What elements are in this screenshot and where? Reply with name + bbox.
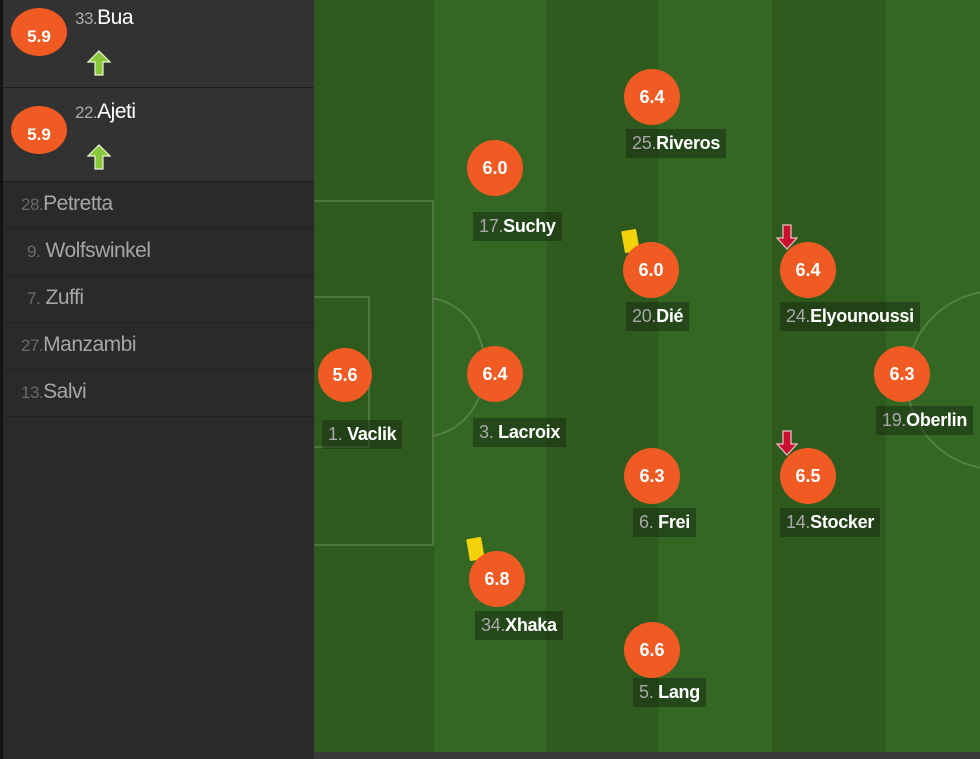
substitute-row-ajeti[interactable]: 5.9 22.Ajeti: [3, 88, 314, 182]
player-label: 19.Oberlin: [876, 406, 974, 435]
player-label: 6. Frei: [633, 508, 696, 537]
rating-badge: 6.5: [780, 448, 836, 504]
rating-badge: 6.6: [624, 622, 680, 678]
rating-badge: 6.0: [623, 242, 679, 298]
rating-badge: 5.9: [11, 106, 67, 154]
rating-badge: 5.9: [11, 8, 67, 56]
player-label: 3. Lacroix: [473, 418, 567, 447]
sub-in-arrow-icon: [87, 50, 111, 76]
rating-badge: 6.4: [780, 242, 836, 298]
player-label: 20.Dié: [626, 302, 690, 331]
pitch: 5.6 1. Vaclik 6.0 17.Suchy 6.4 3. Lacroi…: [314, 0, 980, 752]
player-label: 24.Elyounoussi: [780, 302, 920, 331]
sub-in-arrow-icon: [87, 144, 111, 170]
player-label: 1. Vaclik: [322, 420, 403, 449]
rating-badge: 6.4: [624, 69, 680, 125]
pitch-stripe: [658, 0, 772, 752]
rating-badge: 6.8: [469, 551, 525, 607]
player-label: 25.Riveros: [626, 129, 727, 158]
pitch-stripe: [772, 0, 886, 752]
rating-badge: 6.4: [467, 346, 523, 402]
penalty-box: [314, 200, 434, 546]
bench-row[interactable]: 13.Salvi: [3, 370, 314, 417]
substitute-row-bua[interactable]: 5.9 33.Bua: [3, 0, 314, 88]
sub-out-arrow-icon: [776, 430, 798, 456]
rating-badge: 6.3: [874, 346, 930, 402]
player-name: 22.Ajeti: [75, 100, 136, 123]
bench-row[interactable]: 7. Zuffi: [3, 276, 314, 323]
player-label: 34.Xhaka: [475, 611, 563, 640]
bench-row[interactable]: 28.Petretta: [3, 182, 314, 229]
player-label: 5. Lang: [633, 678, 706, 707]
player-label: 14.Stocker: [780, 508, 881, 537]
substitutes-panel: 5.9 33.Bua 5.9 22.Ajeti 28.Petretta 9. W…: [0, 0, 314, 759]
pitch-bottom-border: [314, 752, 980, 759]
player-label: 17.Suchy: [473, 212, 562, 241]
player-name: 33.Bua: [75, 6, 134, 29]
rating-badge: 5.6: [318, 348, 372, 402]
sub-out-arrow-icon: [776, 224, 798, 250]
rating-badge: 6.0: [467, 140, 523, 196]
bench-row[interactable]: 27.Manzambi: [3, 323, 314, 370]
bench-row[interactable]: 9. Wolfswinkel: [3, 229, 314, 276]
rating-badge: 6.3: [624, 448, 680, 504]
